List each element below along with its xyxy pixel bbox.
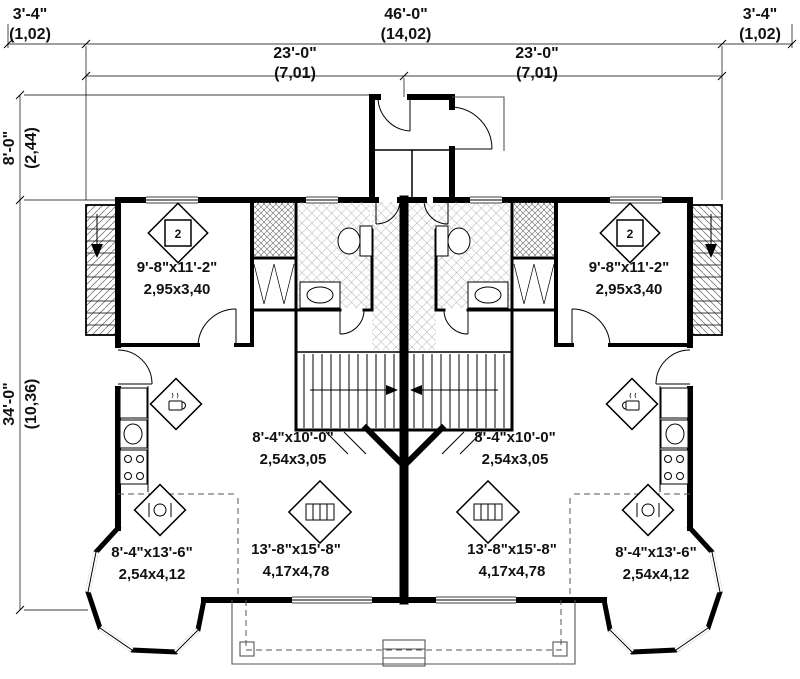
porch-post	[239, 641, 255, 657]
side-deck	[85, 204, 119, 336]
entry-landing	[452, 96, 505, 151]
dim-span-left-m: (7,01)	[274, 65, 316, 82]
side-door-swing	[117, 349, 153, 385]
room-label-living-right-ft: 13'-8"x15'-8"	[467, 541, 557, 558]
unit-left-door-swing	[375, 199, 401, 225]
lamp-icon	[133, 483, 187, 537]
room-label-dining-right-ft: 8'-4"x10'-0"	[474, 429, 555, 446]
toilet-bowl	[337, 227, 361, 255]
room-label-living-right-m: 4,17x4,78	[479, 563, 546, 580]
closet-bifold-doors	[253, 263, 295, 305]
room-label-dining-left-ft: 8'-4"x10'-0"	[252, 429, 333, 446]
room-label-bedroom-left-m: 2,95x3,40	[144, 281, 211, 298]
ceiling-fan-number-left: 2	[175, 227, 182, 241]
room-label-front-right-ft: 8'-4"x13'-6"	[615, 544, 696, 561]
dim-top-left-ft: 3'-4"	[13, 6, 48, 23]
unit-right-door-swing	[423, 199, 449, 225]
bedroom-door-swing	[197, 308, 237, 346]
room-label-bedroom-left-ft: 9'-8"x11'-2"	[137, 259, 218, 276]
ceiling-fan-number-right: 2	[627, 227, 634, 241]
dim-side-upper-ft: 8'-0"	[1, 131, 18, 166]
front-door-swing	[377, 96, 411, 132]
porch-steps	[382, 639, 426, 667]
exterior-door-swing	[451, 106, 493, 150]
room-label-front-right-m: 2,54x4,12	[623, 566, 690, 583]
right-unit-geometry	[404, 197, 722, 652]
dim-side-lower-m: (10,36)	[23, 379, 40, 430]
vestibule	[369, 94, 505, 225]
room-label-living-left-ft: 13'-8"x15'-8"	[251, 541, 341, 558]
room-label-bedroom-right-ft: 9'-8"x11'-2"	[589, 259, 670, 276]
porch-post	[552, 641, 568, 657]
room-label-dining-left-m: 2,54x3,05	[260, 451, 327, 468]
dim-span-right-ft: 23'-0"	[515, 45, 558, 62]
dim-span-left-ft: 23'-0"	[273, 45, 316, 62]
stair-treads	[303, 354, 395, 428]
room-label-dining-right-m: 2,54x3,05	[482, 451, 549, 468]
room-label-bedroom-right-m: 2,95x3,40	[596, 281, 663, 298]
fridge	[119, 387, 148, 419]
toilet-tank	[359, 225, 373, 257]
winder-treads	[325, 431, 483, 455]
hall-tile-floor	[372, 202, 402, 350]
stove	[119, 449, 148, 485]
shower-stall	[254, 202, 294, 256]
dim-top-center-m: (14,02)	[381, 26, 432, 43]
room-label-living-left-m: 4,17x4,78	[263, 563, 330, 580]
porch	[231, 600, 576, 667]
coffee-icon	[149, 377, 203, 431]
dim-side-lower-ft: 34'-0"	[1, 382, 18, 425]
dim-top-center-ft: 46'-0"	[384, 6, 427, 23]
dim-side-upper-m: (2,44)	[23, 127, 40, 169]
vanity-counter	[299, 281, 341, 309]
dim-top-right-m: (1,02)	[739, 26, 781, 43]
bay-window-glazing	[87, 551, 199, 653]
room-label-front-left-ft: 8'-4"x13'-6"	[111, 544, 192, 561]
dim-span-right-m: (7,01)	[516, 65, 558, 82]
stair-arrow-icon	[386, 385, 398, 395]
bathroom-door-swing	[339, 309, 365, 335]
dim-top-right-ft: 3'-4"	[743, 6, 778, 23]
dim-top-left-m: (1,02)	[9, 26, 51, 43]
sink-basin	[306, 286, 334, 304]
stair-landing	[325, 423, 483, 471]
labels: 3'-4" (1,02) 46'-0" (14,02) 3'-4" (1,02)…	[1, 6, 781, 583]
dimension-lines	[3, 24, 797, 615]
room-label-front-left-m: 2,54x4,12	[119, 566, 186, 583]
left-unit-geometry	[85, 196, 407, 655]
deck-stair-arrow-icon	[91, 244, 103, 258]
kitchen-sink-basin	[123, 423, 143, 445]
